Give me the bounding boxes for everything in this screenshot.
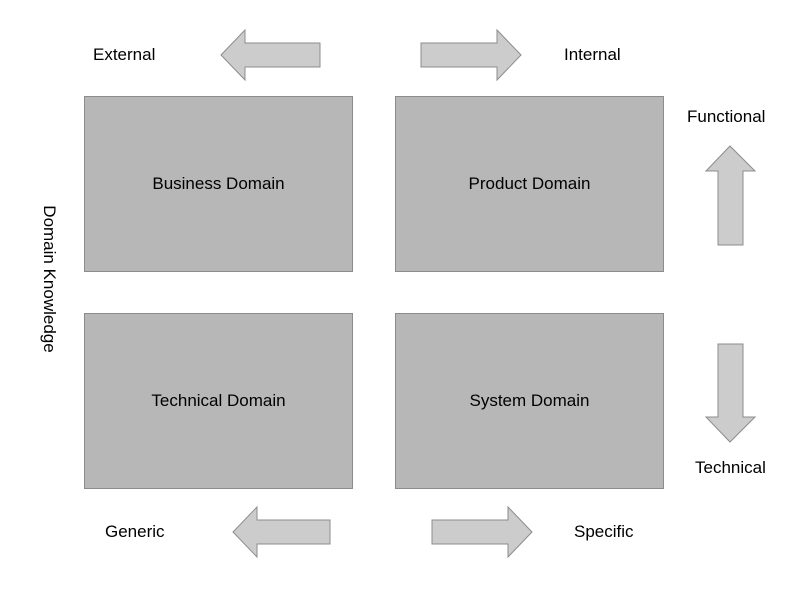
system-domain-box: System Domain bbox=[395, 313, 664, 489]
product-domain-box: Product Domain bbox=[395, 96, 664, 272]
business-domain-box: Business Domain bbox=[84, 96, 353, 272]
up-arrow-icon bbox=[704, 145, 757, 246]
left-arrow-icon bbox=[232, 505, 331, 559]
technical-domain-label: Technical Domain bbox=[151, 391, 286, 410]
down-arrow-icon bbox=[704, 343, 757, 443]
label-domain-knowledge: Domain Knowledge bbox=[40, 205, 59, 353]
label-technical: Technical bbox=[695, 458, 766, 477]
right-arrow-icon bbox=[431, 505, 533, 559]
technical-domain-box: Technical Domain bbox=[84, 313, 353, 489]
left-arrow-icon bbox=[220, 28, 321, 82]
label-specific: Specific bbox=[574, 522, 634, 541]
label-functional: Functional bbox=[687, 107, 766, 126]
business-domain-label: Business Domain bbox=[152, 174, 285, 193]
label-external: External bbox=[93, 45, 156, 64]
right-arrow-icon bbox=[420, 28, 522, 82]
label-generic: Generic bbox=[105, 522, 165, 541]
system-domain-label: System Domain bbox=[469, 391, 590, 410]
product-domain-label: Product Domain bbox=[468, 174, 591, 193]
label-internal: Internal bbox=[564, 45, 621, 64]
